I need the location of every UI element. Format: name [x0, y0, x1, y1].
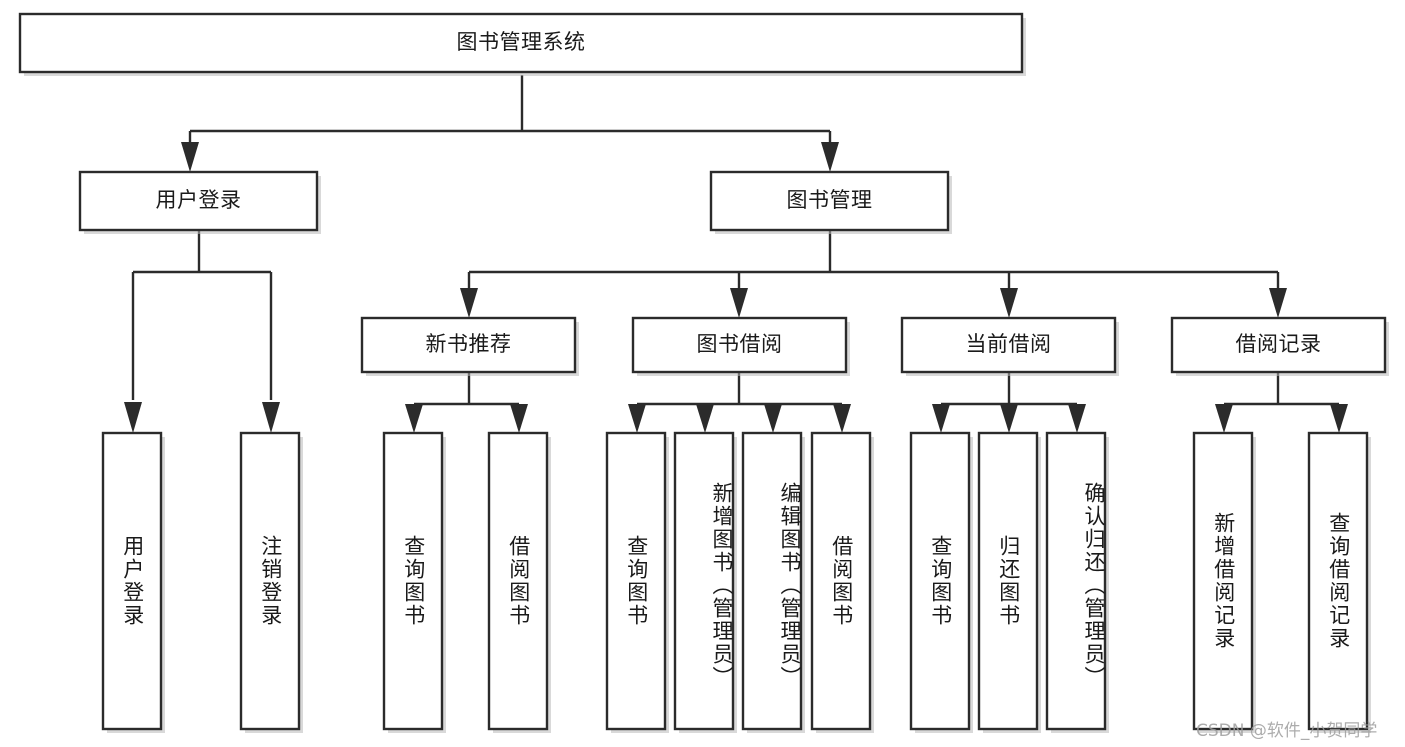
node-box-book-borrow[interactable]	[631, 316, 850, 376]
connector-group-borrow-record	[1215, 373, 1348, 433]
connector-group-current-borrow	[932, 373, 1086, 433]
connector-group-book-management	[460, 231, 1287, 318]
node-box-leaf-user-login[interactable]	[101, 431, 165, 733]
node-box-new-book-recommend[interactable]	[360, 316, 579, 376]
node-box-leaf-add-borrow-record[interactable]	[1192, 431, 1256, 733]
connector-group-user-login	[124, 231, 280, 433]
node-box-leaf-return-book[interactable]	[977, 431, 1041, 733]
node-box-root[interactable]	[18, 12, 1026, 76]
node-box-leaf-confirm-return-admin[interactable]	[1045, 431, 1109, 733]
node-box-borrow-record[interactable]	[1170, 316, 1389, 376]
node-box-leaf-borrow-book-1[interactable]	[487, 431, 551, 733]
node-box-leaf-logout-login[interactable]	[239, 431, 303, 733]
node-box-leaf-query-book-3[interactable]	[909, 431, 973, 733]
node-box-leaf-query-book-2[interactable]	[605, 431, 669, 733]
connector-group-root	[181, 75, 839, 172]
node-box-book-management[interactable]	[709, 170, 952, 234]
node-box-leaf-query-book-1[interactable]	[382, 431, 446, 733]
node-box-leaf-add-book-admin[interactable]	[673, 431, 737, 733]
connector-group-book-borrow	[628, 373, 851, 433]
node-box-leaf-borrow-book-2[interactable]	[810, 431, 874, 733]
node-box-leaf-edit-book-admin[interactable]	[741, 431, 805, 733]
connector-group-new-book-recommend	[405, 373, 528, 433]
node-box-current-borrow[interactable]	[900, 316, 1119, 376]
node-box-leaf-query-borrow-record[interactable]	[1307, 431, 1371, 733]
node-box-user-login[interactable]	[78, 170, 321, 234]
csdn-watermark: CSDN @软件_小贺同学	[1196, 721, 1378, 741]
